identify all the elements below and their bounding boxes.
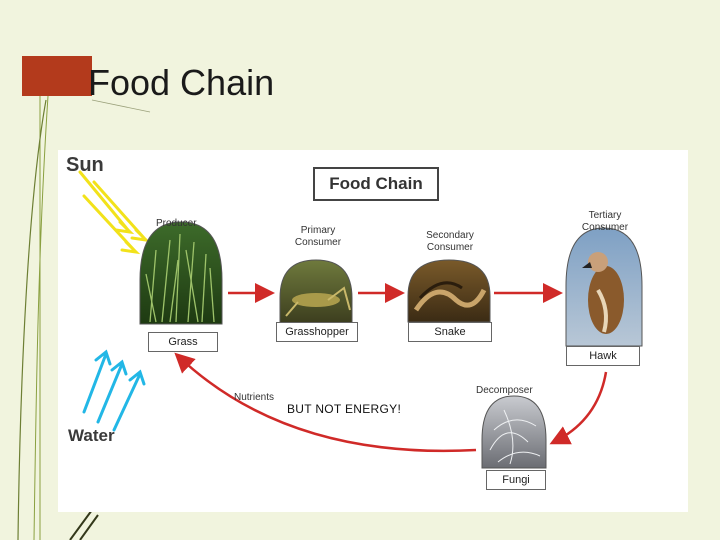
secondary-consumer-name: Snake [408, 322, 492, 342]
not-energy-note: BUT NOT ENERGY! [287, 402, 402, 416]
sun-arrows [78, 170, 151, 255]
producer-image [139, 221, 223, 325]
title-accent-bar [22, 56, 92, 96]
decomposer-role: Decomposer [476, 385, 533, 396]
sun-label: Sun [66, 154, 104, 176]
slide-title: Food Chain [88, 62, 275, 103]
primary-consumer-role: Primary Consumer [294, 225, 342, 248]
tertiary-consumer-role: Tertiary Consumer [581, 210, 629, 233]
decomposer-image [481, 395, 547, 469]
tertiary-consumer-name: Hawk [566, 346, 640, 366]
primary-consumer-image [279, 259, 353, 327]
diagram-title: Food Chain [313, 167, 439, 201]
diagram-graphics [78, 170, 643, 469]
water-arrows [82, 349, 146, 432]
nutrients-label: Nutrients [234, 392, 275, 403]
producer-name: Grass [148, 332, 218, 352]
tertiary-consumer-image [565, 227, 643, 347]
decomposer-name: Fungi [486, 470, 546, 490]
food-chain-diagram: Sun Water Food Chain Producer Primary Co… [58, 150, 688, 512]
flow-arrows [174, 283, 608, 453]
secondary-consumer-image [407, 259, 491, 323]
primary-consumer-name: Grasshopper [276, 322, 358, 342]
water-label: Water [68, 426, 115, 445]
secondary-consumer-role: Secondary Consumer [426, 230, 474, 253]
producer-role: Producer [156, 218, 197, 229]
